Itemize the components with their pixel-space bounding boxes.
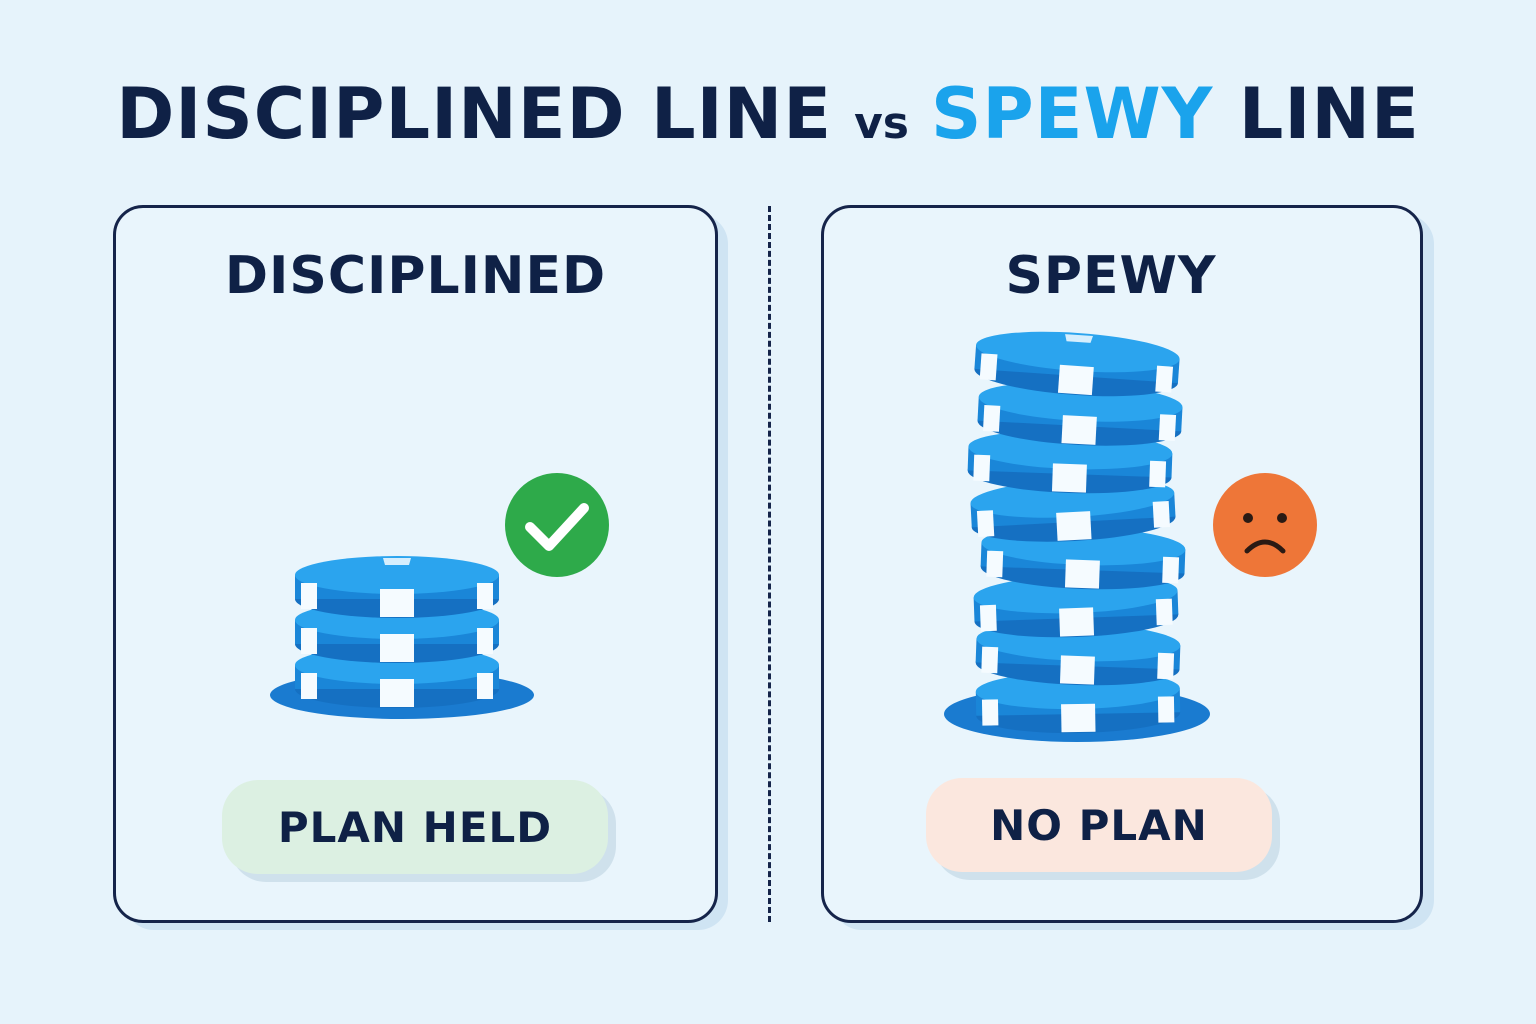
title-part-spewy: SPEWY (930, 73, 1214, 155)
left-chip-stack (270, 556, 534, 719)
title-part-line: LINE (1213, 73, 1420, 155)
right-panel-heading: SPEWY (1005, 246, 1217, 306)
sad-face-icon (1213, 473, 1317, 577)
status-pill-no-plan: NO PLAN (926, 778, 1272, 872)
title-part-disciplined: DISCIPLINED LINE (116, 73, 833, 155)
left-panel-heading: DISCIPLINED (224, 246, 607, 306)
check-circle-icon (505, 473, 609, 577)
left-chip-3 (295, 556, 499, 618)
right-chip-stack (944, 325, 1210, 742)
center-divider (768, 206, 771, 922)
status-pill-plan-held: PLAN HELD (222, 780, 608, 874)
page-title: DISCIPLINED LINE vs SPEWY LINE (0, 72, 1536, 175)
title-vs: vs (854, 98, 909, 149)
